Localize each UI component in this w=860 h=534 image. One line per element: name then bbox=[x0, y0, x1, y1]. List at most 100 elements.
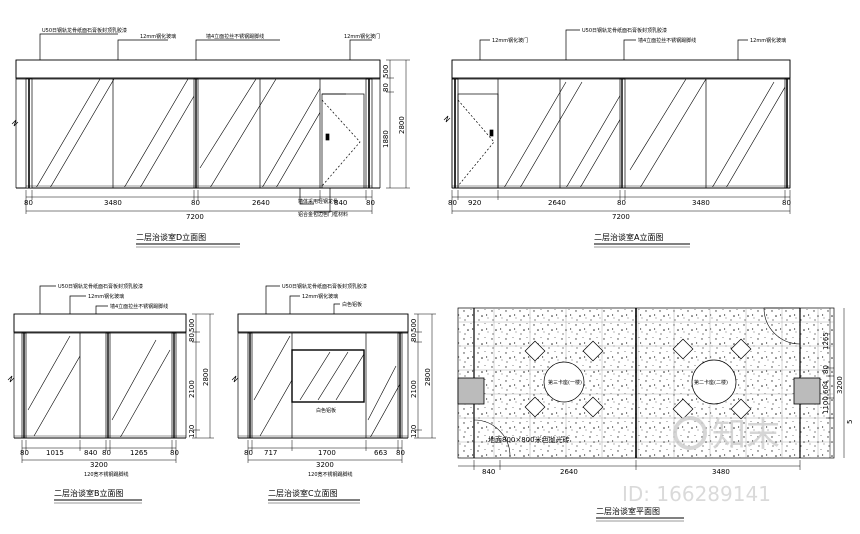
plan-floor-label: 地面800×800米色抛光砖 bbox=[488, 435, 570, 444]
note-c-1: 12mm钢化玻璃 bbox=[302, 293, 338, 300]
dim-d-2: 80 bbox=[191, 199, 200, 207]
plan-labels: 第三卡座(一楼) 第二卡座(二楼) 地面800×800米色抛光砖 840 264… bbox=[482, 332, 854, 476]
watermark-logo-icon bbox=[673, 416, 707, 450]
dim-b-3: 80 bbox=[102, 449, 111, 457]
note-c-2: 白色铝板 bbox=[342, 301, 362, 308]
dim-d-0: 80 bbox=[24, 199, 33, 207]
plan-vdim-5: 5 bbox=[846, 420, 854, 424]
vdim-c-3: 2800 bbox=[424, 368, 432, 386]
watermark-id: ID: 166289141 bbox=[622, 482, 771, 506]
note-d-2: 墙4立面拉丝不锈钢踢脚线 bbox=[206, 33, 264, 40]
vdim-b-4: 120 bbox=[188, 425, 196, 438]
vdim-c-0: 500 bbox=[410, 319, 418, 332]
title-elevation-d: 二层治谈室D立面图 bbox=[136, 232, 206, 242]
dim-d-4: 840 bbox=[334, 199, 347, 207]
plan-dim-0: 840 bbox=[482, 468, 495, 476]
vdim-d-1: 80 bbox=[382, 83, 390, 92]
dim-a-total: 7200 bbox=[612, 213, 630, 221]
plan-vdim-0: 1265 bbox=[822, 332, 830, 350]
dim-a-4: 3480 bbox=[692, 199, 710, 207]
notes-elevation-a: 12mm钢化玻门 U50日钢轨龙骨纸面石膏板封顶乳胶漆 墙4立面拉丝不锈钢踢脚线… bbox=[492, 27, 786, 44]
vdim-b-3: 2800 bbox=[202, 368, 210, 386]
note-a-3: 12mm钢化玻璃 bbox=[750, 37, 786, 44]
dim-labels-d: 80 3480 80 2640 840 80 7200 500 80 1880 … bbox=[24, 65, 406, 221]
dim-labels-b: 80 1015 840 80 1265 80 3200 120宽不锈钢踢脚线 5… bbox=[20, 319, 210, 478]
dim-a-3: 80 bbox=[617, 199, 626, 207]
dim-d-total: 7200 bbox=[186, 213, 204, 221]
title-elevation-c: 二层治谈室C立面图 bbox=[268, 488, 338, 498]
note-b-2: 墙4立面拉丝不锈钢踢脚线 bbox=[110, 303, 168, 310]
elevation-b bbox=[7, 285, 187, 439]
vdim-b-2: 2100 bbox=[188, 380, 196, 398]
watermark: 知末 ID: 166289141 bbox=[622, 415, 780, 506]
vdim-d-3: 2800 bbox=[398, 116, 406, 134]
dims-elevation-d bbox=[25, 59, 410, 214]
dim-a-1: 920 bbox=[468, 199, 481, 207]
dim-labels-a: 80 920 2640 80 3480 80 7200 bbox=[448, 199, 791, 221]
dim-b-total: 3200 bbox=[90, 461, 108, 469]
dim-c-3: 663 bbox=[374, 449, 387, 457]
dim-a-2: 2640 bbox=[548, 199, 566, 207]
plan-dim-2: 3480 bbox=[712, 468, 730, 476]
note-a-1: U50日钢轨龙骨纸面石膏板封顶乳胶漆 bbox=[582, 27, 667, 34]
vdim-d-2: 1880 bbox=[382, 130, 390, 148]
dim-b-5: 80 bbox=[170, 449, 179, 457]
note-d-3: 12mm钢化玻门 bbox=[344, 33, 380, 40]
notes-elevation-b: U50日钢轨龙骨纸面石膏板封顶乳胶漆 12mm钢化玻璃 墙4立面拉丝不锈钢踢脚线 bbox=[58, 283, 168, 310]
dim-c-2: 1700 bbox=[318, 449, 336, 457]
elevation-d bbox=[11, 33, 381, 213]
plan-table-2-label: 第二卡座(二楼) bbox=[694, 379, 728, 386]
dim-a-5: 80 bbox=[782, 199, 791, 207]
plan-vdim-1: 80 bbox=[822, 365, 830, 374]
title-elevation-b: 二层治谈室B立面图 bbox=[54, 488, 124, 498]
note-d-1: 12mm钢化玻璃 bbox=[140, 33, 176, 40]
plan-table-1-label: 第三卡座(一楼) bbox=[548, 379, 582, 386]
vdim-d-0: 500 bbox=[382, 65, 390, 78]
vdim-c-2: 2100 bbox=[410, 380, 418, 398]
dims-elevation-a bbox=[451, 190, 791, 214]
notes-elevation-d: U50日钢轨龙骨纸面石膏板封顶乳胶漆 12mm钢化玻璃 墙4立面拉丝不锈钢踢脚线… bbox=[42, 27, 380, 218]
dim-c-0: 80 bbox=[244, 449, 253, 457]
note-a-0: 12mm钢化玻门 bbox=[492, 37, 528, 44]
note-c-bottom: 120宽不锈钢踢脚线 bbox=[308, 471, 353, 478]
plan-vdim-3: 1100 bbox=[822, 396, 830, 414]
plan-vdim-2: 604 bbox=[822, 380, 830, 394]
elevation-a bbox=[443, 29, 791, 189]
vdim-c-1: 80 bbox=[410, 333, 418, 342]
note-b-bottom: 120宽不锈钢踢脚线 bbox=[84, 471, 129, 478]
dims-elevation-b bbox=[21, 313, 214, 463]
dim-b-2: 840 bbox=[84, 449, 97, 457]
note-b-0: U50日钢轨龙骨纸面石膏板封顶乳胶漆 bbox=[58, 283, 143, 290]
note-d-0: U50日钢轨龙骨纸面石膏板封顶乳胶漆 bbox=[42, 27, 127, 34]
watermark-logo: 知末 bbox=[712, 415, 780, 455]
label-c-panel: 白色铝板 bbox=[316, 407, 336, 414]
elevation-c bbox=[231, 285, 409, 439]
title-floor-plan: 二层治谈室平面图 bbox=[596, 506, 660, 516]
dim-d-3: 2640 bbox=[252, 199, 270, 207]
dim-b-0: 80 bbox=[20, 449, 29, 457]
vdim-c-4: 120 bbox=[410, 425, 418, 438]
note-a-2: 墙4立面拉丝不锈钢踢脚线 bbox=[638, 37, 696, 44]
vdim-b-0: 500 bbox=[188, 319, 196, 332]
dim-d-5: 80 bbox=[366, 199, 375, 207]
dim-b-1: 1015 bbox=[46, 449, 64, 457]
dim-c-total: 3200 bbox=[316, 461, 334, 469]
notes-elevation-c: U50日钢轨龙骨纸面石膏板封顶乳胶漆 12mm钢化玻璃 白色铝板 白色铝板 bbox=[282, 283, 367, 414]
dim-labels-c: 80 717 1700 663 80 3200 120宽不锈钢踢脚线 500 8… bbox=[244, 319, 432, 478]
note-b-1: 12mm钢化玻璃 bbox=[88, 293, 124, 300]
title-elevation-a: 二层治谈室A立面图 bbox=[594, 232, 663, 242]
plan-dim-1: 2640 bbox=[560, 468, 578, 476]
dims-elevation-c bbox=[247, 313, 436, 463]
floor-plan bbox=[457, 307, 845, 470]
dim-a-0: 80 bbox=[448, 199, 457, 207]
note-d-4: 墙体采用轻钢龙骨 bbox=[298, 198, 338, 205]
dim-d-1: 3480 bbox=[104, 199, 122, 207]
vdim-b-1: 80 bbox=[188, 333, 196, 342]
dim-b-4: 1265 bbox=[130, 449, 148, 457]
dim-c-4: 80 bbox=[396, 449, 405, 457]
plan-vdim-4: 3200 bbox=[836, 376, 844, 394]
dim-c-1: 717 bbox=[264, 449, 277, 457]
note-c-0: U50日钢轨龙骨纸面石膏板封顶乳胶漆 bbox=[282, 283, 367, 290]
note-d-5: 铝合金包边色门框材料 bbox=[298, 211, 348, 218]
